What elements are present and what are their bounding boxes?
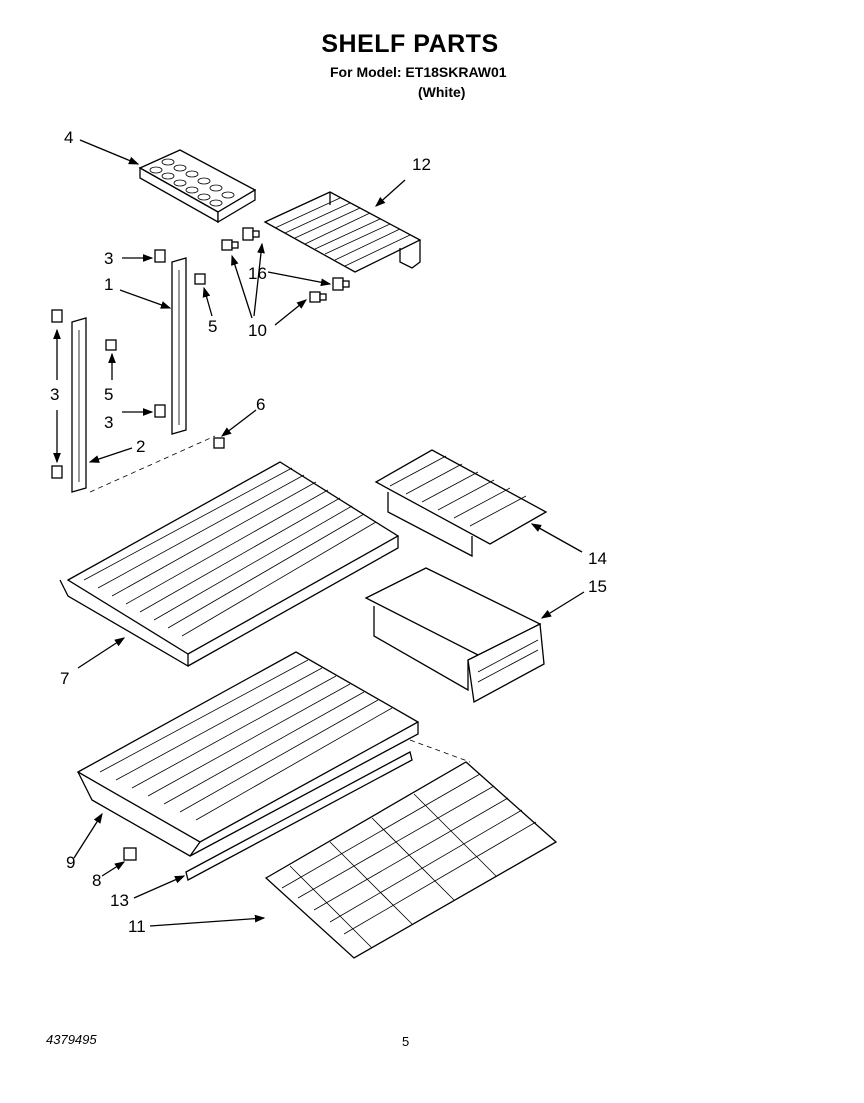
crisper-drawer-part (364, 567, 545, 704)
screw-left (105, 339, 117, 351)
mounting-screw-part (123, 847, 137, 861)
callout-5-lower: 5 (104, 385, 113, 404)
model-variant: (White) (418, 84, 466, 100)
callout-9: 9 (66, 853, 75, 872)
callout-13: 13 (110, 891, 129, 910)
deli-shelf-part (76, 651, 420, 857)
callout-8: 8 (92, 871, 101, 890)
side-rail-cap-top (51, 309, 63, 323)
callout-15: 15 (588, 577, 607, 596)
page-title: SHELF PARTS (321, 30, 499, 58)
callout-11: 11 (128, 917, 146, 936)
page-number: 5 (402, 1034, 410, 1049)
screw-upper (194, 273, 206, 285)
center-rail-part (171, 257, 187, 435)
side-rail-cap-bottom (51, 465, 63, 479)
callout-12: 12 (412, 155, 431, 174)
shelf-clip-parts (221, 227, 350, 303)
callout-16: 16 (248, 264, 267, 283)
model-number: For Model: ET18SKRAW01 (330, 64, 507, 80)
callout-3-lower: 3 (104, 413, 113, 432)
wire-basket-part (264, 761, 558, 959)
callout-7: 7 (60, 669, 69, 688)
wire-shelf-small-part (263, 191, 422, 273)
crisper-cover-part (374, 449, 548, 558)
trim-strip-part (185, 751, 413, 881)
document-number: 4379495 (46, 1032, 97, 1047)
main-shelf-part (59, 461, 400, 668)
callout-1: 1 (104, 275, 113, 294)
callout-2: 2 (136, 437, 145, 456)
rail-cap-top (154, 249, 166, 263)
callout-5-upper: 5 (208, 317, 217, 336)
callout-6: 6 (256, 395, 265, 414)
screw-lower (213, 437, 225, 449)
callout-10: 10 (248, 321, 267, 340)
callout-4: 4 (64, 128, 73, 147)
rail-cap-bottom (154, 404, 166, 418)
callout-3-left: 3 (50, 385, 59, 404)
callout-labels: 4 12 3 1 5 16 10 3 5 3 6 2 14 15 7 9 8 1… (50, 128, 607, 936)
side-rail-part (71, 317, 87, 493)
callout-3-upper: 3 (104, 249, 113, 268)
callout-14: 14 (588, 549, 607, 568)
ice-tray-part (138, 149, 257, 224)
